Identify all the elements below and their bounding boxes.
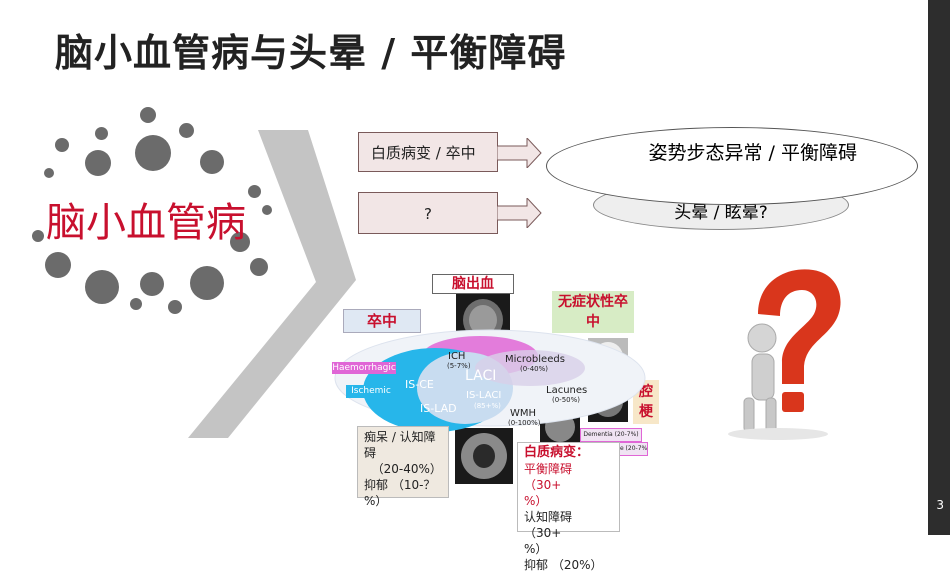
dot	[130, 298, 142, 310]
dot	[85, 150, 111, 176]
slide-title: 脑小血管病与头晕 / 平衡障碍	[55, 31, 567, 75]
dot	[140, 272, 164, 296]
arrow-right-icon	[497, 198, 542, 228]
arrow-right-icon	[497, 138, 542, 168]
note-white-matter-line: %）	[524, 494, 548, 508]
note-white-matter-line: 抑郁 （20%）	[524, 558, 603, 572]
label-silent-stroke-text: 无症状性卒中	[558, 294, 628, 330]
note-white-matter-line: %）	[524, 542, 548, 556]
dot	[135, 135, 171, 171]
dot	[44, 168, 54, 178]
label-ischemic: Ischemic	[346, 385, 396, 398]
note-left-line: %）	[364, 494, 388, 508]
oval-gait-balance: 姿势步态异常 / 平衡障碍	[546, 127, 918, 205]
label-microbleeds: Microbleeds	[505, 354, 565, 365]
note-white-matter-line: 认知障碍 （30+	[524, 510, 573, 540]
flow-box-white-matter: 白质病变 / 卒中	[358, 132, 498, 172]
dot	[85, 270, 119, 304]
dot	[179, 123, 194, 138]
label-ich-pct: (5-7%)	[447, 362, 471, 370]
note-white-matter-title: 白质病变：	[524, 445, 590, 460]
dot	[45, 252, 71, 278]
dot	[168, 300, 182, 314]
label-lacunes-pct: (0-50%)	[552, 396, 580, 404]
venn-diagram	[334, 329, 646, 432]
label-is-laci-pct: (85+%)	[474, 402, 501, 410]
label-is-lad: IS-LAD	[420, 402, 457, 415]
note-left-line: （20-40%）	[364, 462, 442, 476]
label-haemorrhagic: Haemorrhagic	[332, 362, 396, 374]
dot	[95, 127, 108, 140]
page-number: 3	[936, 498, 944, 512]
chevron-arrow-icon	[188, 130, 356, 438]
label-is-laci: IS-LACI	[466, 390, 502, 401]
dot	[190, 266, 224, 300]
dot	[55, 138, 69, 152]
flow-box-question: ?	[358, 192, 498, 234]
label-silent-stroke: 无症状性卒中	[552, 291, 634, 333]
topic-label: 脑小血管病	[46, 200, 246, 246]
label-stroke: 卒中	[343, 309, 421, 333]
oval-dizziness-text: 头晕 / 眩晕?	[674, 203, 768, 223]
label-ich: ICH	[448, 351, 466, 362]
dot	[140, 107, 156, 123]
slide-side-strip	[928, 0, 950, 535]
note-white-matter-line: 平衡障碍 （30+	[524, 462, 573, 492]
dot	[32, 230, 44, 242]
note-left-line: 痴呆 / 认知障	[364, 430, 436, 444]
label-is-ce: IS-CE	[405, 378, 434, 391]
note-left-line: 碍	[364, 446, 377, 460]
note-left-line: 抑郁 （10-？	[364, 478, 436, 492]
dot	[248, 185, 261, 198]
note-white-matter: 白质病变： 平衡障碍 （30+ %） 认知障碍 （30+ %） 抑郁 （20%）	[517, 442, 620, 572]
label-ich-zh: 脑出血	[432, 274, 514, 294]
mri-image	[455, 428, 513, 484]
label-wmh-pct: (0-100%)	[508, 419, 541, 427]
label-microbleeds-pct: (0-40%)	[520, 365, 548, 373]
label-laci: LACI	[465, 368, 497, 384]
oval-gait-balance-text: 姿势步态异常 / 平衡障碍	[648, 142, 857, 164]
label-dementia: Dementia (20-7%)	[580, 428, 642, 442]
dot	[230, 232, 250, 252]
note-left: 痴呆 / 认知障 碍 （20-40%） 抑郁 （10-？ %）	[357, 426, 449, 508]
thinking-figure-question-mark-icon	[728, 269, 841, 440]
dot	[200, 150, 224, 174]
dot	[250, 258, 268, 276]
dot	[262, 205, 272, 215]
label-lacunes: Lacunes	[546, 385, 588, 396]
label-wmh: WMH	[510, 408, 537, 419]
